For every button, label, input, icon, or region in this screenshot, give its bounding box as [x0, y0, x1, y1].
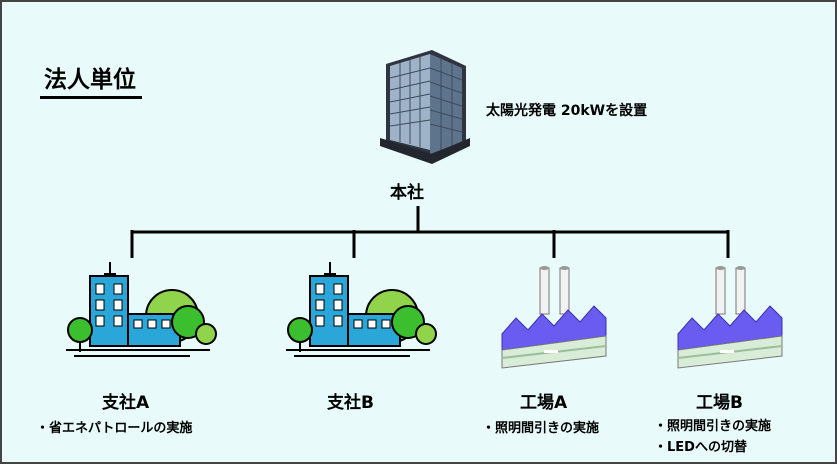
office-building-icon — [66, 262, 217, 357]
headquarters-label: 本社 — [390, 183, 424, 203]
factory-icon — [677, 266, 783, 369]
office-building-icon — [286, 262, 437, 357]
factory-a-note-1: ・照明間引きの実施 — [482, 421, 600, 436]
branch-a-label: 支社A — [102, 393, 150, 413]
headquarters-note: 太陽光発電 20kWを設置 — [486, 103, 648, 119]
branch-b-label: 支社B — [327, 393, 374, 413]
factory-b-note-2: ・LEDへの切替 — [654, 440, 747, 455]
factory-a-label: 工場A — [520, 393, 568, 413]
branch-a-note-1: ・省エネパトロールの実施 — [36, 421, 193, 436]
factory-icon — [501, 266, 607, 369]
factory-b-label: 工場B — [696, 393, 743, 413]
factory-b-note-1: ・照明間引きの実施 — [654, 419, 772, 434]
diagram-heading: 法人単位 — [40, 60, 142, 99]
headquarters-building-icon — [380, 50, 470, 164]
